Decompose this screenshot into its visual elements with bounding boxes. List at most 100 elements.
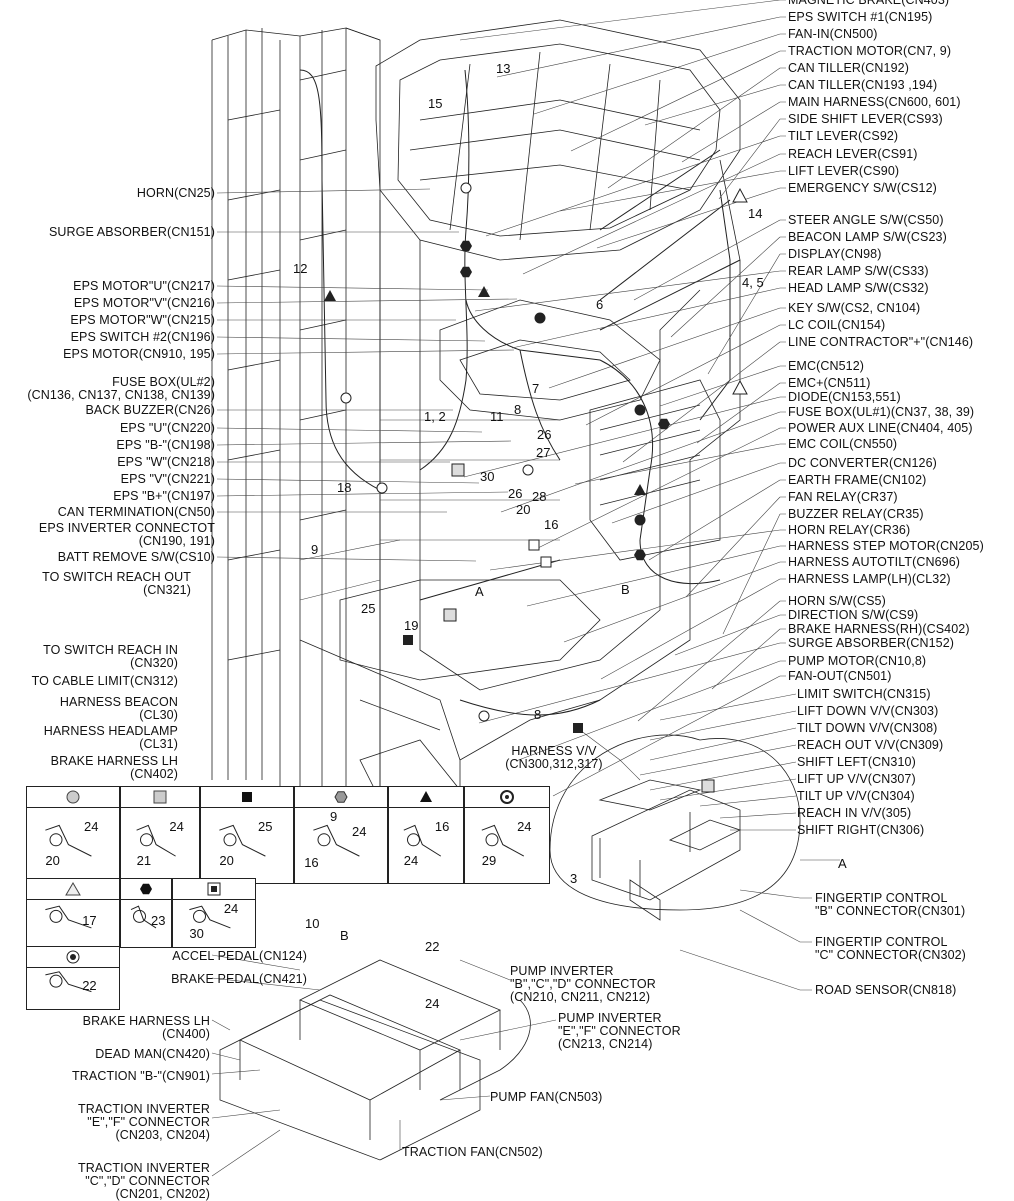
hexagon-icon [313, 791, 360, 857]
legend-part-number: 20 [219, 853, 234, 869]
label-limit: LIMIT SWITCH(CN315) [797, 687, 931, 701]
callout-number: A [838, 856, 847, 871]
label-fingb-line0: FINGERTIP CONTROL [815, 891, 948, 905]
leader-line [585, 324, 786, 426]
label-eps2: EPS SWITCH #2(CN196) [70, 330, 215, 344]
callout-number: 19 [404, 618, 419, 633]
connector-marker [451, 463, 465, 477]
connector-marker [522, 464, 534, 476]
legend-part-number: 16 [434, 818, 450, 834]
leader-line [574, 443, 786, 485]
label-cant1: CAN TILLER(CN192) [788, 61, 909, 75]
callout-number: 3 [570, 871, 578, 886]
label-brkrh: BRAKE HARNESS(RH)(CS402) [788, 622, 970, 636]
connector-marker [634, 484, 646, 495]
label-eps1: EPS SWITCH #1(CN195) [788, 10, 933, 24]
label-ew: EPS "W"(CN218) [117, 455, 215, 469]
leader-line [216, 491, 509, 497]
legend-part-number: 24 [84, 818, 99, 834]
label-trm: TRACTION MOTOR(CN7, 9) [788, 44, 952, 58]
hardware-part-sketch [45, 905, 92, 929]
leader-line [216, 298, 518, 304]
label-pump: PUMP MOTOR(CN10,8) [788, 654, 927, 668]
leader-line [474, 270, 786, 312]
leader-line [500, 411, 786, 513]
callout-number: B [621, 582, 630, 597]
label-hbeacon-line1: (CL30) [139, 708, 178, 722]
legend-part-number: 30 [189, 925, 204, 941]
label-fingc-line0: FINGERTIP CONTROL [815, 935, 948, 949]
label-buzz: BACK BUZZER(CN26) [85, 403, 215, 417]
leader-line [216, 478, 480, 484]
connector-marker [460, 182, 472, 194]
legend-header [121, 787, 199, 808]
label-deadman: DEAD MAN(CN420) [95, 1047, 210, 1061]
label-lc: LC COIL(CN154) [788, 318, 886, 332]
label-dcc: DC CONVERTER(CN126) [788, 456, 937, 470]
legend-part-number: 24 [223, 901, 239, 917]
label-eu: EPS "U"(CN220) [119, 421, 215, 435]
label-mainh: MAIN HARNESS(CN600, 601) [788, 95, 961, 109]
label-batt: BATT REMOVE S/W(CS10) [57, 550, 215, 564]
leader-line [548, 307, 786, 389]
leader-line [216, 556, 477, 562]
label-horn: HORN(CN25) [136, 186, 215, 200]
legend-part-number: 24 [352, 824, 367, 840]
legend-header [27, 787, 119, 808]
circle-dot-icon [45, 950, 92, 993]
square-dotted-icon [136, 790, 176, 857]
leader-line [216, 188, 431, 194]
square-in-square-icon [189, 882, 231, 929]
label-hat: HARNESS AUTOTILT(CN696) [788, 555, 961, 569]
label-epsinv-line0: EPS INVERTER CONNECTOT [38, 521, 215, 535]
callout-number: 14 [748, 206, 763, 221]
callout-number: 22 [425, 939, 440, 954]
callout-number: 8 [514, 402, 522, 417]
callout-number: 10 [305, 916, 320, 931]
legend-part-number: 16 [304, 855, 319, 871]
leader-line [216, 349, 515, 355]
label-eb: EPS "B-"(CN198) [116, 438, 215, 452]
leader-line [637, 600, 786, 722]
label-brklh2-line1: (CN400) [162, 1027, 210, 1041]
connector-marker [658, 418, 670, 430]
connector-marker [478, 286, 490, 297]
hardware-part-sketch [481, 824, 525, 857]
connector-marker [540, 556, 552, 568]
callout-number: 4, 5 [742, 275, 764, 290]
circle-ring-icon [481, 790, 525, 857]
leader-line [526, 545, 786, 607]
label-trb: TRACTION "B-"(CN901) [72, 1069, 210, 1083]
label-lift: LIFT LEVER(CS90) [788, 164, 900, 178]
leader-line [674, 614, 786, 656]
legend-part-number: 29 [481, 853, 497, 869]
label-hornsw: HORN S/W(CS5) [788, 594, 886, 608]
hardware-part-sketch [189, 905, 231, 929]
leader-line [559, 170, 786, 212]
connector-marker [573, 723, 583, 733]
leader-line [711, 628, 786, 690]
callout-number: 1, 2 [424, 409, 446, 424]
label-rear: REAR LAMP S/W(CS33) [788, 264, 929, 278]
leader-line [463, 396, 786, 478]
label-tiltd: TILT DOWN V/V(CN308) [797, 721, 938, 735]
label-beacon: BEACON LAMP S/W(CS23) [788, 230, 947, 244]
label-epsu: EPS MOTOR"U"(CN217) [73, 279, 215, 293]
legend-part-number: 24 [517, 818, 532, 834]
leader-line [511, 287, 786, 349]
label-fuse2-line0: FUSE BOX(UL#2) [112, 375, 215, 389]
label-reachi: REACH IN V/V(305) [797, 806, 912, 820]
legend-box-circle-dot: 22 [26, 946, 120, 1010]
label-pinvbcd-line0: PUMP INVERTER [510, 964, 614, 978]
legend-part-number: 21 [136, 853, 152, 869]
hardware-part-sketch [313, 824, 360, 857]
label-reach: REACH LEVER(CS91) [788, 147, 918, 161]
label-trinvcd-line2: (CN201, CN202) [115, 1187, 210, 1201]
callout-number: 12 [293, 261, 308, 276]
leader-line [622, 341, 786, 463]
leader-line [648, 479, 786, 561]
label-ssl: SIDE SHIFT LEVER(CS93) [788, 112, 943, 126]
